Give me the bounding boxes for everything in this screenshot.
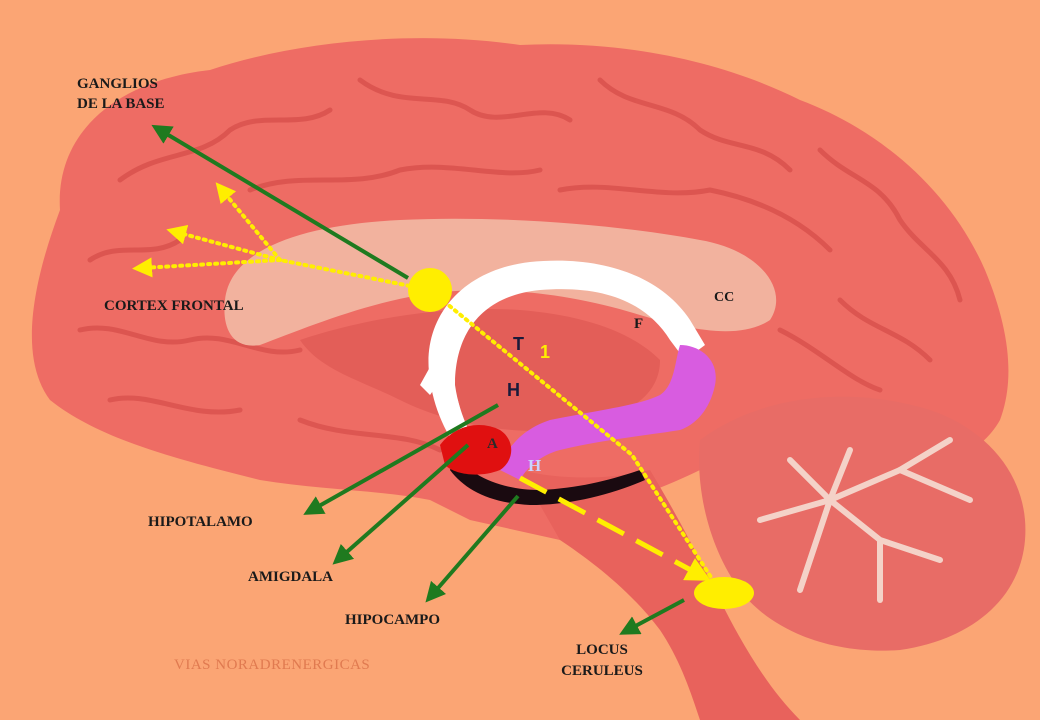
amygdala bbox=[440, 425, 512, 475]
green-arrows bbox=[151, 124, 685, 635]
label-cc: CC bbox=[714, 290, 735, 305]
label-ganglios-line2: DE LA BASE bbox=[77, 96, 165, 112]
label-locus-line1: LOCUS bbox=[576, 642, 628, 658]
label-h-hippocampus: H bbox=[528, 456, 542, 475]
arrow-amigdala bbox=[332, 443, 470, 565]
diencephalon bbox=[300, 309, 660, 431]
pathway-node-upper bbox=[408, 268, 452, 312]
cerebellum-arbor bbox=[757, 437, 973, 603]
arrow-locus bbox=[619, 598, 685, 635]
label-a: A bbox=[487, 436, 498, 452]
label-one: 1 bbox=[540, 342, 551, 362]
pathway-to-hippocampus bbox=[518, 475, 712, 581]
arrow-hipotalamo bbox=[303, 403, 499, 515]
arrow-ganglios bbox=[151, 124, 410, 280]
parahippocampal bbox=[450, 455, 645, 505]
fornix-column bbox=[420, 340, 455, 395]
label-hipocampo: HIPOCAMPO bbox=[345, 612, 440, 628]
label-f: F bbox=[634, 316, 644, 332]
label-amigdala: AMIGDALA bbox=[248, 569, 333, 585]
label-h-hypothalamus: H bbox=[507, 380, 520, 400]
hippocampus bbox=[500, 345, 716, 480]
label-vias-noradrenergicas: VIAS NORADRENERGICAS bbox=[174, 657, 371, 673]
arrow-hipocampo bbox=[425, 494, 520, 603]
locus-ceruleus-node bbox=[694, 577, 754, 609]
brainstem bbox=[520, 470, 800, 720]
cortical-folds bbox=[77, 77, 963, 453]
noradrenergic-pathway bbox=[132, 182, 720, 590]
label-ganglios-line1: GANGLIOS bbox=[77, 76, 158, 92]
label-locus-line2: CERULEUS bbox=[561, 663, 643, 679]
label-t: T bbox=[513, 334, 524, 354]
label-cortex-frontal: CORTEX FRONTAL bbox=[104, 298, 244, 314]
label-hipotalamo: HIPOTALAMO bbox=[148, 514, 253, 530]
